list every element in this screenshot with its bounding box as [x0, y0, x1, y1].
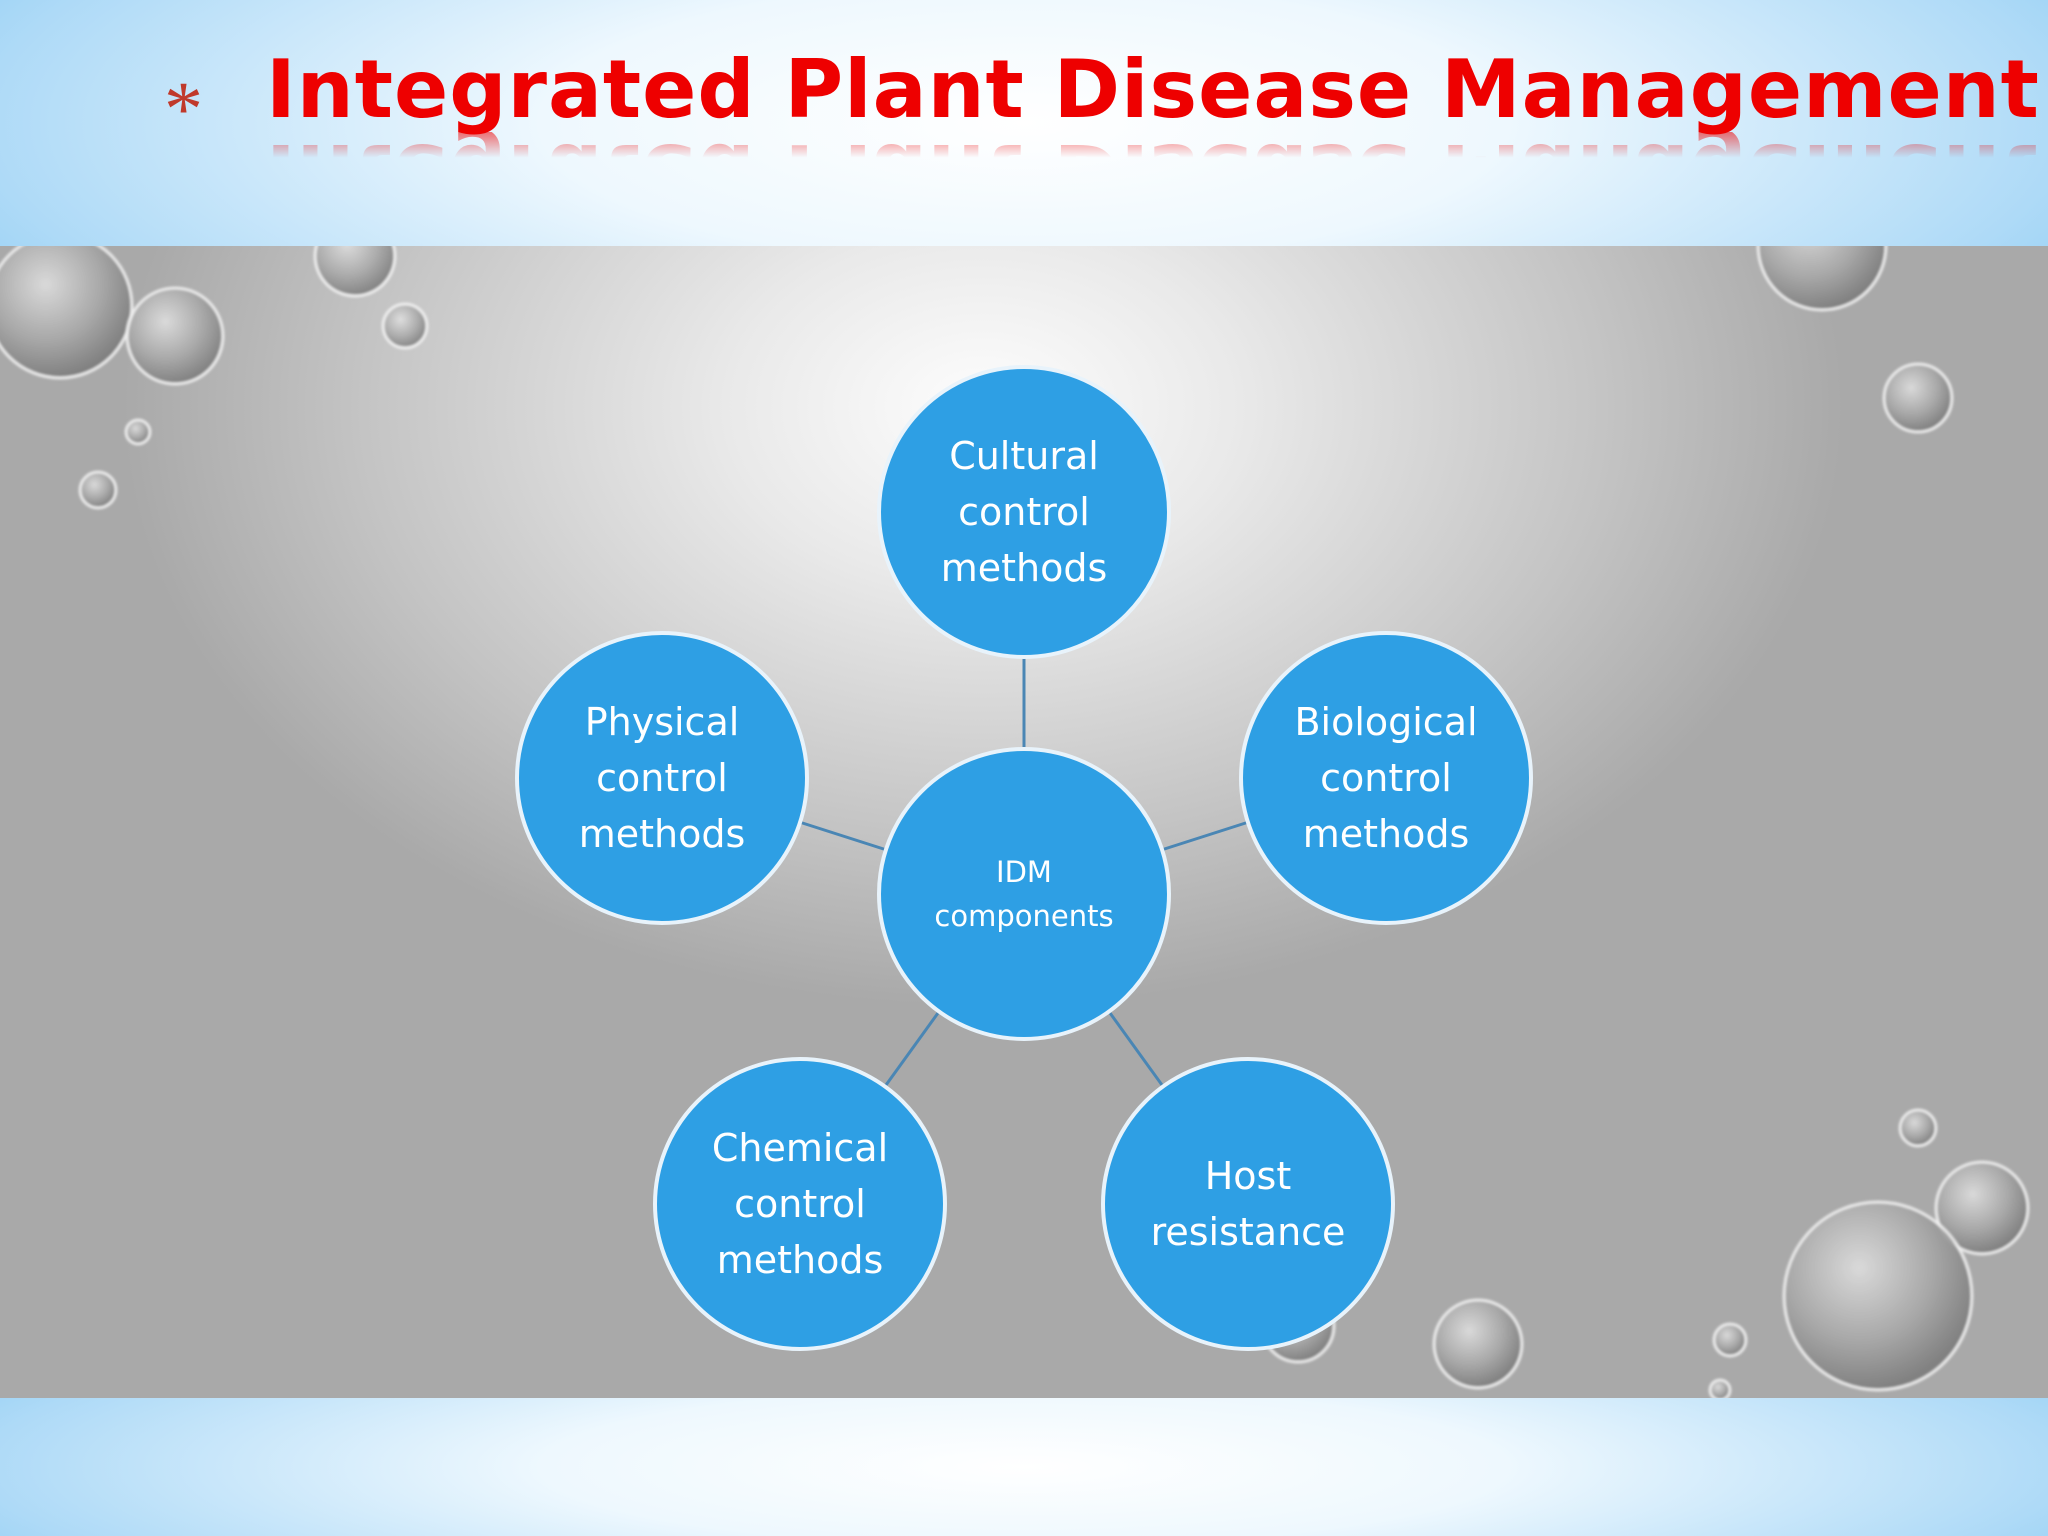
node-label-center: IDM components: [894, 850, 1154, 938]
node-label-line: resistance: [1150, 1210, 1346, 1254]
node-circle-physical: [515, 631, 809, 925]
node-label-physical: Physical control methods: [532, 694, 792, 862]
node-label-host: Host resistance: [1118, 1148, 1378, 1260]
node-circle-biological: [1239, 631, 1533, 925]
water-drop: [1898, 1108, 1938, 1148]
title-band: [0, 0, 2048, 246]
node-label-line: methods: [578, 812, 746, 856]
node-label-line: control: [596, 756, 728, 800]
node-circle-chemical: [653, 1057, 947, 1351]
title-reflection: Integrated Plant Disease Management: [266, 126, 2040, 219]
node-label-line: Cultural: [949, 434, 1099, 478]
water-drop: [1882, 362, 1954, 434]
title-bullet: *: [164, 65, 203, 152]
water-drop: [0, 246, 134, 380]
node-label-line: Biological: [1294, 700, 1478, 744]
water-drop: [1712, 1322, 1748, 1358]
connector-host: [1107, 1010, 1165, 1088]
water-drop: [1708, 1378, 1732, 1398]
node-label-line: IDM: [996, 855, 1052, 889]
water-drop-decoration: [0, 246, 2030, 1398]
node-circle-cultural: [877, 365, 1171, 659]
node-label-chemical: Chemical control methods: [670, 1120, 930, 1288]
node-label-line: methods: [940, 546, 1108, 590]
node-label-line: components: [934, 899, 1114, 933]
node-label-line: control: [1320, 756, 1452, 800]
connector-physical: [799, 820, 887, 852]
node-label-line: Physical: [584, 700, 740, 744]
node-label-line: methods: [1302, 812, 1470, 856]
connector-lines: [799, 657, 1249, 1088]
node-label-line: control: [734, 1182, 866, 1226]
node-label-line: Chemical: [711, 1126, 889, 1170]
node-label-biological: Biological control methods: [1256, 694, 1516, 862]
water-drop: [313, 246, 397, 298]
node-label-line: Host: [1204, 1154, 1292, 1198]
title-text: Integrated Plant Disease Management: [266, 43, 2040, 136]
node-label-line: control: [958, 490, 1090, 534]
water-drop: [78, 470, 118, 510]
water-drop: [1756, 246, 1888, 312]
node-circles: [515, 365, 1533, 1351]
node-circle-host: [1101, 1057, 1395, 1351]
node-label-cultural: Cultural control methods: [894, 428, 1154, 596]
water-drop: [125, 286, 225, 386]
water-drop: [124, 418, 152, 446]
water-drop: [1782, 1200, 1974, 1392]
water-drop: [1934, 1160, 2030, 1256]
node-circle-center: [877, 747, 1171, 1041]
bottom-band: [0, 1398, 2048, 1536]
water-drop: [1432, 1298, 1524, 1390]
connector-biological: [1161, 820, 1249, 852]
water-drop: [381, 302, 429, 350]
connector-chemical: [883, 1010, 941, 1088]
node-label-line: methods: [716, 1238, 884, 1282]
slide-title: * Integrated Plant Disease Management In…: [0, 28, 2048, 220]
diagram-graphic: [0, 246, 2030, 1398]
